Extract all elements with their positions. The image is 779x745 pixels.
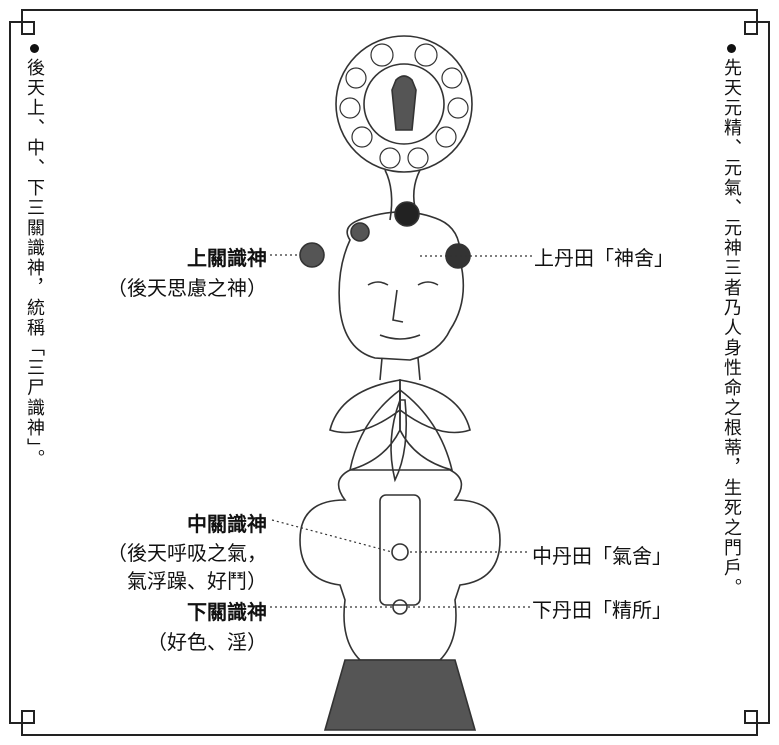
torso-outline — [299, 469, 501, 661]
label-middle-gate: 中關識神 — [187, 512, 267, 536]
left-bullet — [30, 44, 39, 53]
left-bun — [299, 242, 325, 268]
label-lower-gate: 下關識神 — [187, 600, 267, 624]
base-fan — [323, 659, 477, 731]
label-middle-gate-note-2: 氣浮躁、好鬥） — [127, 569, 267, 593]
label-middle-dantian: 中丹田「氣舍」 — [532, 544, 672, 568]
medallion-figure — [391, 75, 417, 131]
label-middle-gate-note-1: （後天呼吸之氣， — [107, 541, 267, 565]
medallion-outer — [335, 35, 473, 173]
medallion-small-circles — [339, 43, 469, 169]
label-lower-dantian: 下丹田「精所」 — [532, 598, 672, 622]
head-bun — [394, 201, 420, 227]
label-upper-dantian: 上丹田「神舍」 — [534, 246, 674, 270]
left-vertical-text: 後天上、中、下三關識神，統稱「三尸識神」。 — [24, 58, 45, 469]
head-outline — [338, 211, 465, 361]
medallion-inner — [363, 63, 445, 145]
label-lower-gate-note: （好色、淫） — [147, 630, 267, 654]
leader-middle-gate — [271, 519, 393, 553]
right-bullet — [727, 44, 736, 53]
label-upper-gate: 上關識神 — [187, 246, 267, 270]
lotus-leaves — [329, 379, 471, 483]
label-upper-gate-note: （後天思慮之神） — [107, 276, 267, 300]
right-vertical-text: 先天元精、元氣、元神三者乃人身性命之根蒂，生死之門戶。 — [721, 58, 742, 598]
